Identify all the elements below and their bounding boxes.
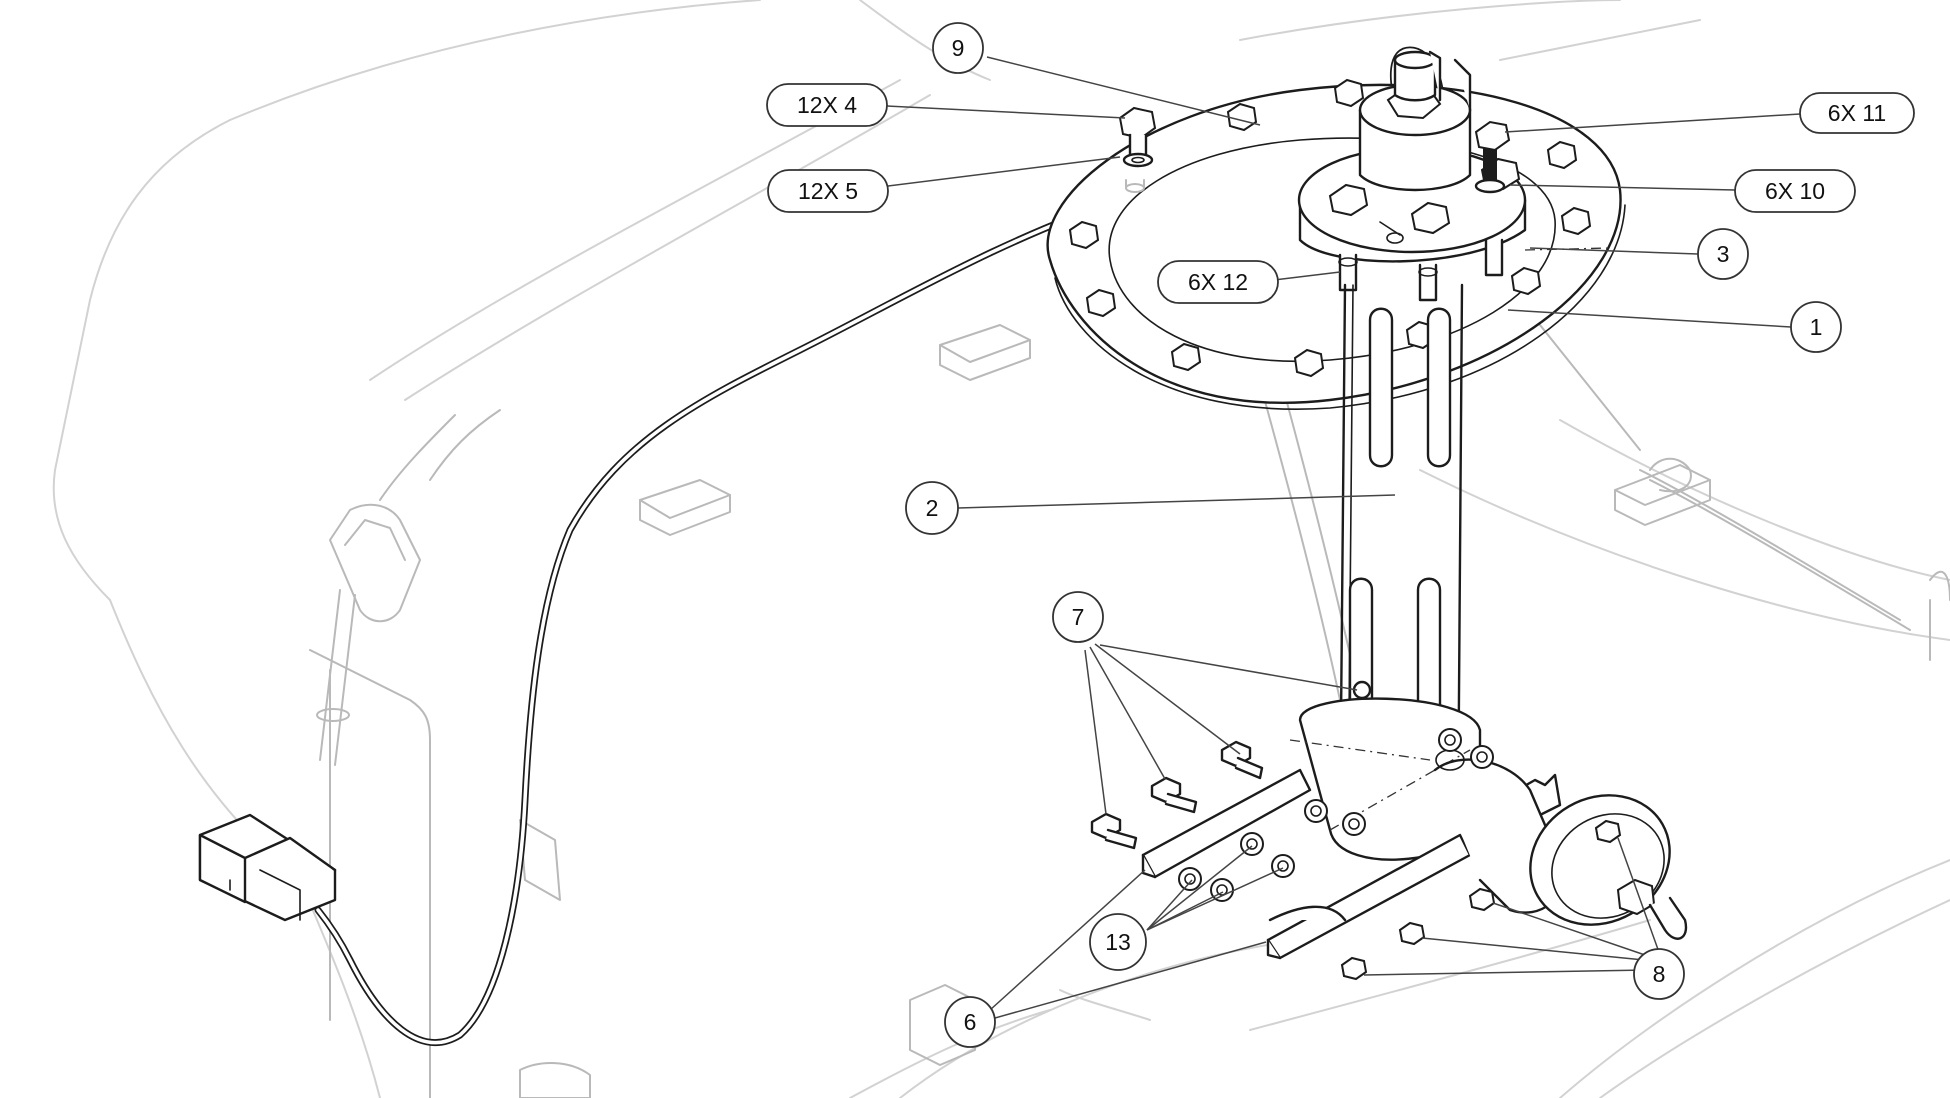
callout-6x10: 6X 10 bbox=[1734, 169, 1856, 213]
callout-label: 6 bbox=[964, 1009, 977, 1035]
nut-icon bbox=[1470, 745, 1494, 769]
callout-label: 8 bbox=[1653, 961, 1666, 987]
callout-1: 1 bbox=[1790, 301, 1842, 353]
callout-6: 6 bbox=[944, 996, 996, 1048]
hex-bolt-icon bbox=[1546, 140, 1578, 170]
hex-bolt-icon bbox=[1333, 78, 1365, 108]
screw-icon bbox=[1220, 740, 1264, 780]
callout-2: 2 bbox=[905, 481, 959, 535]
screw-icon bbox=[1150, 776, 1198, 814]
exploded-bolt bbox=[1118, 106, 1157, 193]
hex-bolt-icon bbox=[1170, 342, 1202, 372]
callout-6x11: 6X 11 bbox=[1799, 92, 1915, 134]
callout-3: 3 bbox=[1697, 228, 1749, 280]
nut-icon bbox=[1342, 812, 1366, 836]
hex-nut-icon bbox=[1594, 819, 1622, 844]
nut-icon bbox=[1438, 728, 1462, 752]
hex-nuts bbox=[1340, 819, 1622, 981]
callout-label: 13 bbox=[1105, 929, 1131, 955]
fuel-tank-outline bbox=[52, 0, 1950, 1098]
hex-bolt-icon bbox=[1560, 206, 1592, 236]
hex-nut-icon bbox=[1468, 887, 1496, 912]
hex-bolt-icon bbox=[1328, 183, 1369, 217]
callout-label: 6X 11 bbox=[1828, 100, 1886, 126]
callout-9: 9 bbox=[932, 22, 984, 74]
sender-head bbox=[1297, 50, 1527, 302]
hex-nut-icon bbox=[1398, 921, 1426, 946]
fuel-pump bbox=[1433, 749, 1688, 940]
nut-icon bbox=[1271, 854, 1295, 878]
callout-13: 13 bbox=[1089, 913, 1147, 971]
callout-label: 3 bbox=[1717, 241, 1730, 267]
callout-7: 7 bbox=[1052, 591, 1104, 643]
hex-bolt-icon bbox=[1410, 201, 1451, 235]
leader-lines bbox=[886, 56, 1801, 1019]
nut-icon bbox=[1210, 878, 1234, 902]
callout-label: 1 bbox=[1810, 314, 1823, 340]
screws bbox=[1090, 740, 1264, 850]
callout-label: 2 bbox=[926, 495, 939, 521]
callout-label: 6X 12 bbox=[1188, 269, 1248, 295]
harness-connector bbox=[198, 813, 337, 922]
callout-8: 8 bbox=[1633, 948, 1685, 1000]
hex-bolt-icon bbox=[1510, 266, 1542, 296]
callout-6x12: 6X 12 bbox=[1157, 260, 1279, 304]
callout-label: 9 bbox=[952, 35, 965, 61]
flange-bolts bbox=[1068, 78, 1592, 378]
hex-nut-icon bbox=[1340, 956, 1368, 981]
callout-12x4: 12X 4 bbox=[766, 83, 888, 127]
callout-label: 7 bbox=[1072, 604, 1085, 630]
callout-label: 12X 4 bbox=[797, 92, 857, 118]
screw-icon bbox=[1090, 812, 1138, 850]
nut-icon bbox=[1304, 799, 1328, 823]
hex-bolt-icon bbox=[1068, 220, 1100, 250]
hex-bolt-icon bbox=[1226, 102, 1258, 132]
hex-bolt-icon bbox=[1085, 288, 1117, 318]
callout-label: 12X 5 bbox=[798, 178, 858, 204]
sender-tube bbox=[1338, 283, 1464, 832]
callout-12x5: 12X 5 bbox=[767, 169, 889, 213]
callout-label: 6X 10 bbox=[1765, 178, 1825, 204]
pump-bracket bbox=[1141, 697, 1562, 960]
nut-icon bbox=[1178, 867, 1202, 891]
hex-bolt-icon bbox=[1293, 348, 1325, 378]
